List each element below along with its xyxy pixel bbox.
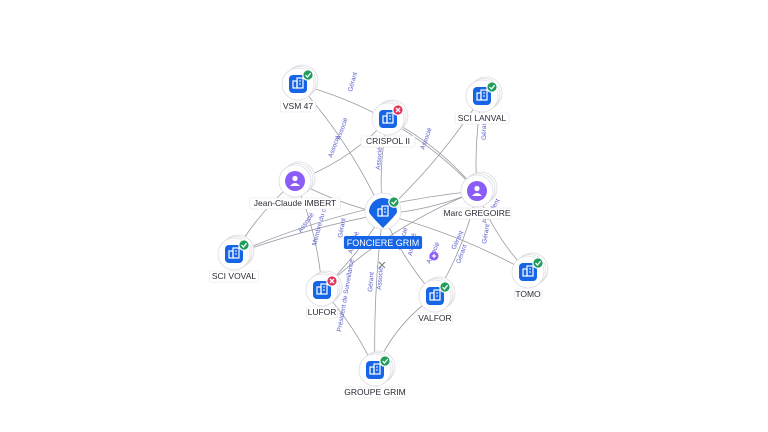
check-badge-icon <box>439 281 451 293</box>
close-badge-icon <box>326 275 338 287</box>
node-label: Jean-Claude IMBERT <box>254 198 337 208</box>
node-label-box <box>416 312 454 325</box>
node-label-box <box>514 288 542 301</box>
check-badge-icon <box>238 239 250 251</box>
node-crispol[interactable]: CRISPOL II <box>360 99 416 148</box>
person-icon <box>290 175 300 186</box>
node-scilanval[interactable]: SCI LANVAL <box>454 76 510 125</box>
check-badge-icon <box>532 257 544 269</box>
node-label: CRISPOL II <box>366 136 410 146</box>
node-marcgregoire[interactable]: Marc GREGOIRE <box>442 171 512 220</box>
edge-label: Associé <box>297 211 316 234</box>
node-groupegrim[interactable]: GROUPE GRIM <box>344 350 406 399</box>
edge-label: Gérant <box>347 71 359 92</box>
node-jcimbert[interactable]: Jean-Claude IMBERT <box>249 161 341 210</box>
edge-label: Associé <box>327 135 341 159</box>
node-layer: VSM 47 CRISPOL II SCI LANVAL Jean-Claude IM… <box>209 64 549 399</box>
node-label: TOMO <box>515 289 541 299</box>
building-icon <box>522 265 534 277</box>
building-icon <box>382 112 394 124</box>
center-label: FONCIERE GRIM <box>347 238 420 248</box>
building-icon <box>316 283 328 295</box>
check-badge-icon <box>302 69 314 81</box>
edge-label: Gérant <box>481 120 488 140</box>
person-icon <box>472 185 482 196</box>
relationship-edge <box>233 190 478 255</box>
building-icon <box>292 77 304 89</box>
check-badge-icon <box>388 196 400 208</box>
node-label-box <box>442 207 512 220</box>
center-node[interactable]: FONCIERE GRIM <box>343 192 423 249</box>
edge-label: Associé <box>375 147 384 171</box>
node-valfor[interactable]: VALFOR <box>416 276 456 325</box>
node-tomo[interactable]: TOMO <box>511 252 549 301</box>
building-icon <box>369 363 381 375</box>
relationship-edge <box>321 190 478 291</box>
node-label-box <box>249 197 341 210</box>
collapse-icon[interactable] <box>378 261 386 269</box>
node-label: SCI VOVAL <box>212 271 257 281</box>
center-node-layer: FONCIERE GRIM <box>343 192 439 269</box>
edge-label: Membre du co <box>311 204 329 246</box>
node-label-box <box>454 112 510 125</box>
center-label-box <box>343 236 423 249</box>
edge-label: Gérant <box>481 223 491 244</box>
node-label-box <box>279 100 317 113</box>
check-badge-icon <box>379 355 391 367</box>
building-icon <box>429 289 441 301</box>
node-scivoval[interactable]: SCI VOVAL <box>209 234 260 283</box>
node-label: LUFOR <box>308 307 337 317</box>
node-label-box <box>345 386 405 399</box>
relationship-edge <box>382 213 529 273</box>
edge-label: Gérant <box>337 217 347 238</box>
building-icon <box>377 205 389 217</box>
node-lufor[interactable]: LUFOR <box>305 270 343 319</box>
check-badge-icon <box>486 81 498 93</box>
edge-label: Associé <box>376 267 385 291</box>
node-label-box <box>306 306 338 319</box>
edge-label: Gérant <box>367 272 376 293</box>
node-vsm47[interactable]: VSM 47 <box>279 64 319 113</box>
node-label: Marc GREGOIRE <box>443 208 510 218</box>
plus-icon[interactable] <box>429 251 439 261</box>
node-label: VALFOR <box>418 313 451 323</box>
node-label-box <box>209 270 260 283</box>
node-label: VSM 47 <box>283 101 314 111</box>
building-icon <box>228 247 240 259</box>
node-label: SCI LANVAL <box>458 113 507 123</box>
building-icon <box>476 89 488 101</box>
node-label-box <box>360 135 416 148</box>
close-badge-icon <box>392 104 404 116</box>
node-label: GROUPE GRIM <box>344 387 405 397</box>
